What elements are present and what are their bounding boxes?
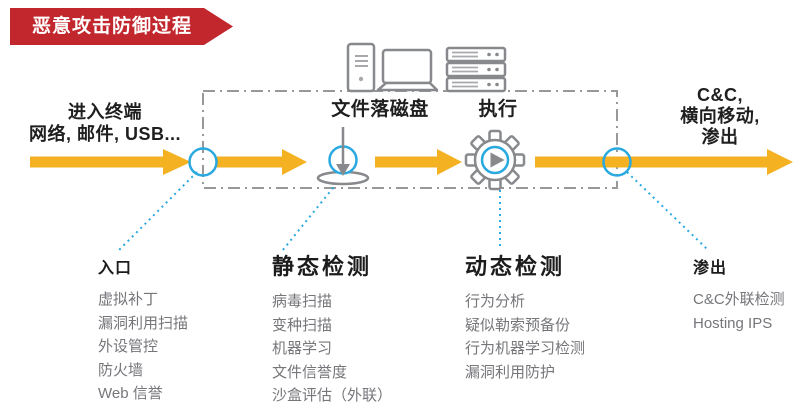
exit-line2: 横向移动, [680,106,760,126]
flow-arrow-entry [30,149,191,175]
defense-item: 漏洞利用防护 [465,363,556,381]
entry-line2: 网络, 邮件, USB... [28,124,181,144]
flow-arrow-inside-2 [375,149,462,175]
execute-stage-label: 执行 [478,99,518,120]
flow-arrow-inside-1 [217,149,307,175]
defense-item: 虚拟补丁 [98,291,159,308]
defense-item: 行为分析 [465,293,526,310]
defense-item: C&C外联检测 [693,291,785,308]
dotted-connectors [117,171,708,252]
pc-tower-icon [346,42,376,93]
section-dynamic-items: 行为分析 疑似勒索预备份 行为机器学习检测 漏洞利用防护 [465,290,585,384]
connector-exfil [626,171,708,250]
section-dynamic-detection: 动态检测 行为分析 疑似勒索预备份 行为机器学习检测 漏洞利用防护 [465,249,585,384]
defense-item: 漏洞利用扫描 [98,314,189,332]
defense-item: 防火墙 [98,361,144,379]
defense-item: 机器学习 [272,340,333,357]
connector-entry [117,171,198,252]
scope-dashed-box [202,90,618,189]
page-title: 恶意攻击防御过程 [32,16,193,37]
section-entry: 入口 虚拟补丁 漏洞利用扫描 外设管控 防火墙 Web 信誉 [98,254,188,406]
defense-item: Web 信誉 [98,385,163,402]
section-static-title: 静态检测 [272,254,373,279]
section-exfiltration: 渗出 C&C外联检测 Hosting IPS [693,254,785,335]
defense-item: 外设管控 [98,338,159,355]
checkpoint-circle-left [188,147,218,177]
laptop-icon [376,48,439,92]
section-entry-items: 虚拟补丁 漏洞利用扫描 外设管控 防火墙 Web 信誉 [98,288,188,406]
server-rack-icon [445,46,507,93]
connector-static [281,182,338,252]
flow-arrows [30,149,793,175]
defense-item: 变种扫描 [272,316,333,334]
defense-item: 文件信誉度 [272,363,348,381]
checkpoint-circle-right [602,147,632,177]
defense-item: 行为机器学习检测 [465,340,586,357]
download-to-disk-icon [316,127,370,186]
exit-line1: C&C, [697,85,743,105]
defense-item: 沙盒评估（外联） [272,387,393,404]
file-drop-stage-label: 文件落磁盘 [331,99,429,120]
defense-item: Hosting IPS [693,314,773,332]
entry-flow-label: 进入终端 网络, 邮件, USB... [15,101,195,145]
title-banner: 恶意攻击防御过程 [10,8,233,45]
section-static-detection: 静态检测 病毒扫描 变种扫描 机器学习 文件信誉度 沙盒评估（外联） [272,249,392,408]
section-exfil-items: C&C外联检测 Hosting IPS [693,288,785,335]
defense-item: 病毒扫描 [272,293,333,310]
section-dynamic-title: 动态检测 [465,254,566,279]
entry-line1: 进入终端 [68,102,142,122]
exit-flow-label: C&C, 横向移动, 渗出 [650,85,790,148]
section-static-items: 病毒扫描 变种扫描 机器学习 文件信誉度 沙盒评估（外联） [272,290,392,408]
section-entry-title: 入口 [98,260,133,277]
flow-arrow-exit [535,149,793,175]
section-exfil-title: 渗出 [693,260,728,277]
exit-line3: 渗出 [701,127,739,147]
defense-item: 疑似勒索预备份 [465,316,571,334]
gear-play-icon [464,129,526,191]
